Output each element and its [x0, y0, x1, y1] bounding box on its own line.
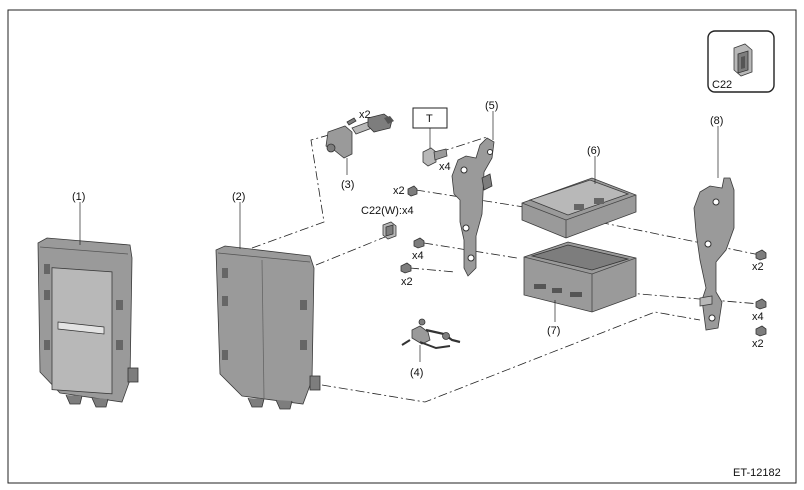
- qty-screw-mid: x4: [412, 250, 424, 262]
- screw-icon: [755, 298, 767, 310]
- qty-screw-low: x2: [401, 276, 413, 288]
- screw-icon: [755, 249, 767, 261]
- screw-icon: [755, 325, 767, 337]
- part-1-number: (1): [72, 191, 85, 203]
- part-4-wire-harness: [401, 318, 461, 350]
- figure-frame: [7, 9, 797, 484]
- qty-p8-low: x2: [752, 338, 764, 350]
- part-7-unit: [523, 241, 637, 313]
- qty-screw-top: x2: [393, 185, 405, 197]
- part-2-panel: [215, 245, 321, 410]
- part-6-unit: [521, 177, 637, 239]
- assembly-line-2-3: [251, 132, 337, 249]
- qty-clip: C22(W):x4: [361, 205, 414, 217]
- assembly-line-2-clip: [315, 236, 386, 266]
- part-2-number: (2): [232, 191, 245, 203]
- qty-p8-mid: x4: [752, 311, 764, 323]
- qty-bolt: x4: [439, 161, 451, 173]
- clip-icon: [382, 221, 397, 240]
- assembly-line-bolt: [439, 136, 488, 153]
- qty-part-3-screw: x2: [359, 109, 371, 121]
- tool-label: C22: [712, 79, 732, 91]
- screw-icon: [407, 185, 418, 197]
- part-1-panel: [37, 237, 139, 408]
- assembly-line-2-8: [321, 311, 701, 403]
- part-5-number: (5): [485, 100, 498, 112]
- tool-c22-box: C22: [707, 30, 775, 93]
- clip-tool-icon: [733, 43, 753, 77]
- screw-icon: [400, 262, 412, 274]
- torque-box: T: [412, 107, 448, 129]
- part-7-number: (7): [547, 325, 560, 337]
- part-3-number: (3): [341, 179, 354, 191]
- assembly-line-screw-right: [591, 289, 761, 305]
- part-3-bracket: [325, 113, 394, 159]
- qty-p8-top: x2: [752, 261, 764, 273]
- screw-icon: [346, 117, 357, 126]
- part-5-bracket: [451, 137, 495, 277]
- screw-icon: [413, 237, 425, 249]
- bolt-icon: [422, 147, 448, 167]
- part-4-number: (4): [410, 367, 423, 379]
- figure-id: ET-12182: [733, 467, 781, 479]
- part-8-bracket: [693, 177, 735, 331]
- assembly-line-screw-low: [409, 267, 456, 273]
- part-6-number: (6): [587, 145, 600, 157]
- part-8-number: (8): [710, 115, 723, 127]
- torque-label: T: [426, 113, 433, 125]
